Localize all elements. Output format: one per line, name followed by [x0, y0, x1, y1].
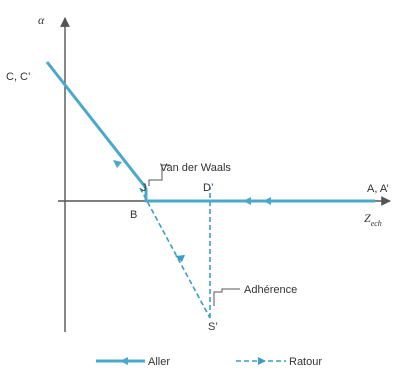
point-label-s: S’ — [208, 321, 218, 333]
legend-retour-arrow-icon — [258, 357, 266, 365]
x-axis-label: Zech — [364, 211, 382, 228]
vdw-callout — [148, 164, 170, 186]
point-label-d: D’ — [203, 182, 213, 194]
adherence-annotation: Adhérence — [244, 284, 297, 296]
aller-arrow-slope-icon — [113, 160, 122, 168]
legend-aller-arrow-icon — [120, 357, 128, 365]
point-label-b: B — [130, 209, 137, 221]
legend-aller-label: Aller — [148, 356, 170, 368]
vdw-annotation: Van der Waals — [160, 162, 231, 174]
y-axis-label: α — [38, 13, 45, 27]
retour-arrow-icon — [175, 255, 185, 262]
retour-line-descent — [139, 187, 211, 319]
aller-arrow-icon-2 — [263, 197, 271, 205]
point-label-aa: A, A’ — [367, 183, 389, 195]
legend-retour-label: Ratour — [289, 356, 322, 368]
adherence-callout — [213, 288, 240, 306]
aller-arrow-icon — [243, 197, 251, 205]
point-label-j: J — [141, 182, 147, 194]
legend: Aller Ratour — [96, 356, 322, 368]
point-label-cc: C, C’ — [6, 71, 30, 83]
aller-line-slope — [45, 61, 148, 189]
